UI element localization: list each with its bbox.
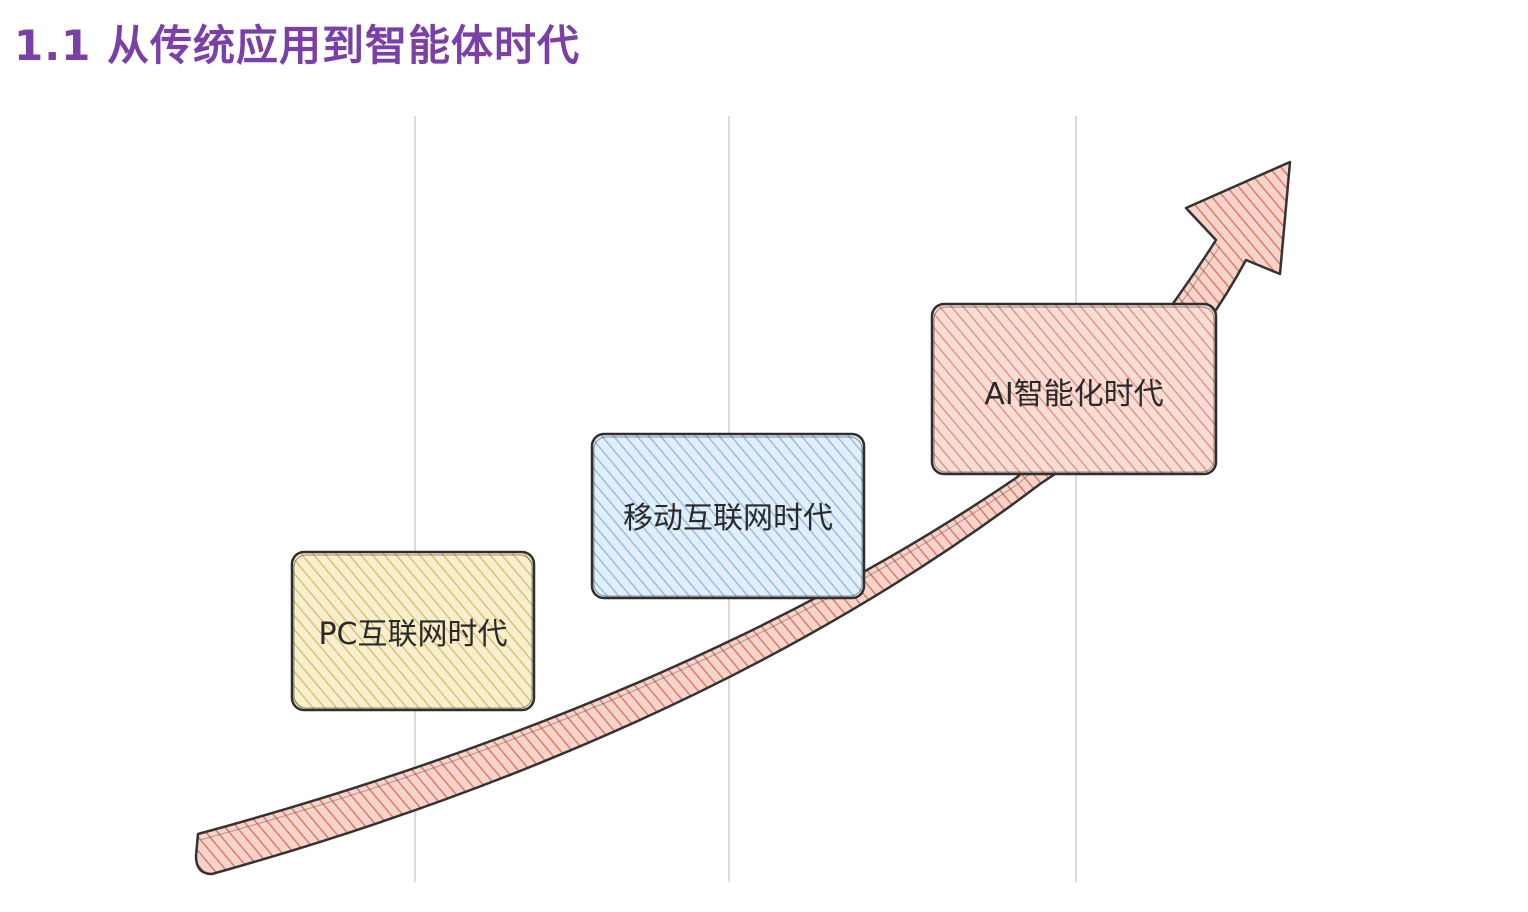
stage-label-ai: AI智能化时代	[984, 377, 1163, 412]
stage-box-ai: AI智能化时代	[930, 302, 1218, 476]
page-title: 1.1 从传统应用到智能体时代	[14, 21, 581, 70]
stage-box-pc: PC互联网时代	[290, 550, 536, 712]
stage-box-mobile: 移动互联网时代	[590, 432, 866, 600]
stage-label-mobile: 移动互联网时代	[623, 501, 833, 536]
stage-label-pc: PC互联网时代	[318, 617, 507, 652]
